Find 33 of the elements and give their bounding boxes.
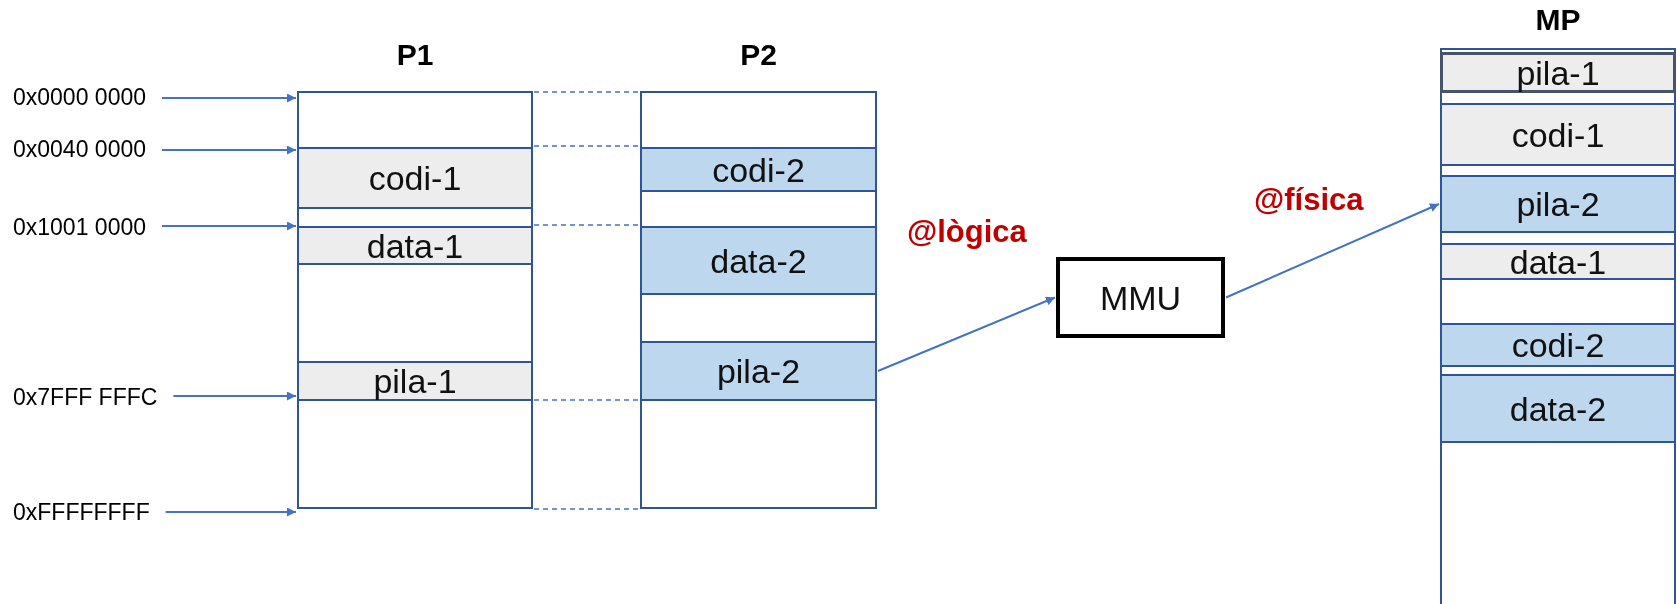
address-label: 0x7FFF FFFC [13, 386, 158, 409]
address-label: 0x0040 0000 [13, 138, 146, 161]
address-label: 0x1001 0000 [13, 216, 146, 239]
dashed-line [533, 224, 640, 226]
column-heading: P2 [739, 40, 778, 70]
memory-segment: pila-1 [297, 361, 533, 401]
arrow [877, 296, 1056, 372]
memory-segment: codi-2 [1440, 323, 1676, 367]
memory-segment: codi-2 [640, 147, 877, 192]
memory-segment: data-2 [640, 226, 877, 295]
memory-segment: data-1 [1440, 243, 1676, 280]
arrow [161, 145, 297, 155]
arrow [172, 391, 297, 401]
mmu-box: MMU [1056, 257, 1225, 338]
dashed-line [533, 399, 640, 401]
memory-segment: data-1 [297, 226, 533, 265]
memory-segment: pila-2 [1440, 175, 1676, 233]
arrow [161, 221, 297, 231]
memory-segment: codi-1 [297, 147, 533, 209]
memory-segment: pila-1 [1440, 52, 1676, 93]
column-heading: P1 [395, 40, 435, 70]
dashed-line [533, 91, 640, 93]
memory-segment: codi-1 [1440, 103, 1676, 166]
memory-segment: pila-2 [640, 341, 877, 401]
column-heading: MP [1534, 5, 1582, 35]
address-label: 0x0000 0000 [13, 86, 146, 109]
dashed-line [533, 145, 640, 147]
dashed-line [533, 508, 640, 510]
address-label: 0xFFFFFFFF [13, 501, 150, 524]
arrow [161, 93, 297, 103]
memory-segment: data-2 [1440, 374, 1676, 443]
arrow [164, 507, 297, 517]
arrow [1225, 203, 1440, 299]
